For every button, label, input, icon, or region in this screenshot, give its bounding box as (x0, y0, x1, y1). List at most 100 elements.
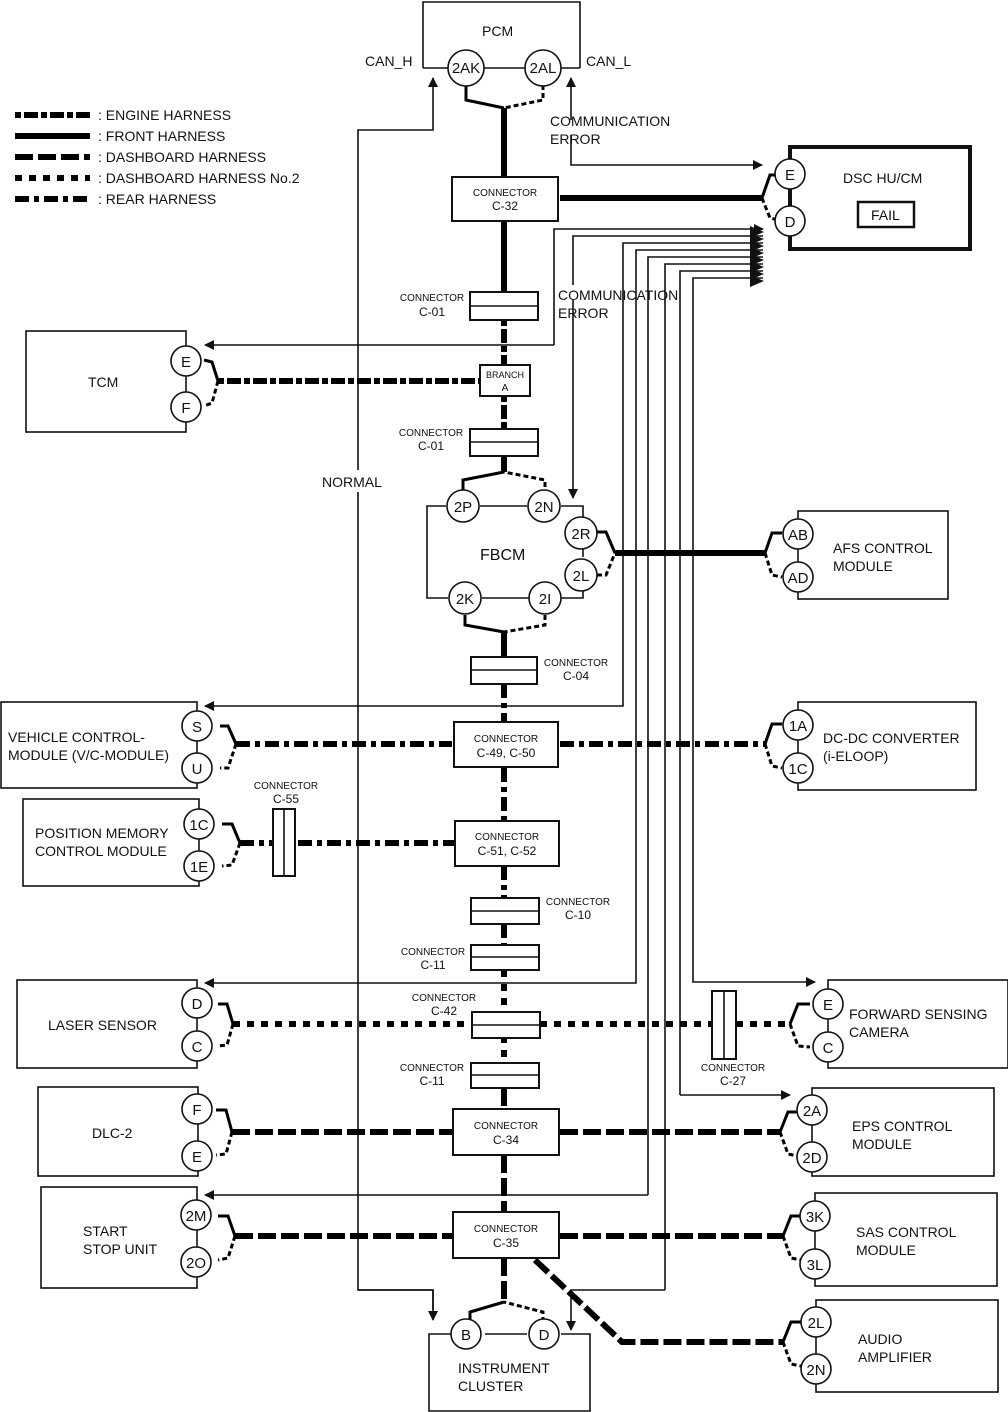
pin-label: E (823, 997, 833, 1014)
connector-c01-upper[interactable]: CONNECTOR C-01 (400, 291, 539, 321)
connector-c10[interactable]: CONNECTOR C-10 (470, 897, 610, 925)
connector-c04[interactable]: CONNECTOR C-04 (470, 656, 608, 685)
module-tcm[interactable]: TCM E F (25, 330, 202, 433)
pin-fbcm-2r[interactable] (564, 516, 598, 550)
connector-id: C-42 (431, 1004, 457, 1018)
branch-id: A (502, 383, 509, 394)
pin-pmcm-1e[interactable] (183, 850, 215, 882)
pin-ic-b[interactable] (450, 1318, 482, 1350)
connector-title: CONNECTOR (546, 897, 610, 908)
module-forward-sensing-camera[interactable]: FORWARD SENSING CAMERA E C (812, 979, 1008, 1069)
pin-fbcm-2n[interactable] (527, 489, 561, 523)
connector-id: C-27 (720, 1074, 746, 1088)
stub-pmcm-1e (221, 842, 242, 868)
connector-c35[interactable]: CONNECTOR C-35 (452, 1211, 560, 1259)
error-to-dsc-line (570, 135, 763, 170)
pin-dlc-f[interactable] (181, 1093, 213, 1125)
pin-fbcm-2i[interactable] (528, 581, 562, 615)
pin-laser-c[interactable] (181, 1030, 213, 1062)
module-instrument-cluster[interactable]: INSTRUMENT CLUSTER B D (428, 1318, 591, 1412)
pin-dlc-e[interactable] (181, 1140, 213, 1172)
connector-id: C-01 (419, 305, 445, 319)
pin-eps-2a[interactable] (796, 1094, 828, 1126)
pin-sas-3l[interactable] (799, 1248, 831, 1280)
stub-fbcm-2k (463, 615, 505, 634)
stub-sas-3k (781, 1214, 801, 1237)
module-sas[interactable]: SAS CONTROL MODULE 3K 3L (799, 1192, 998, 1287)
connector-c55[interactable]: CONNECTOR C-55 (254, 781, 318, 877)
pin-tcm-e[interactable] (170, 345, 202, 377)
pin-vcm-u[interactable] (181, 752, 213, 784)
pin-ic-d[interactable] (528, 1318, 560, 1350)
connector-c51-c52[interactable]: CONNECTOR C-51, C-52 (454, 820, 560, 867)
stub-sas-3l (781, 1235, 802, 1262)
pin-afs-ad[interactable] (782, 561, 814, 593)
pin-pcm-2al[interactable] (524, 49, 562, 87)
module-afs[interactable]: AFS CONTROL MODULE AB AD (782, 510, 949, 600)
stub-ic-d (503, 1300, 545, 1330)
stub-fbcm-2l (597, 552, 617, 577)
pin-dcdc-1a[interactable] (782, 709, 814, 741)
pin-eps-2d[interactable] (796, 1141, 828, 1173)
pin-afs-ab[interactable] (782, 518, 814, 550)
pin-fsc-e[interactable] (812, 988, 844, 1020)
afs-name-2: MODULE (833, 558, 893, 574)
pin-dsc-d[interactable] (774, 205, 806, 237)
stub-fbcm-2i (503, 615, 547, 634)
pin-ssu-2m[interactable] (180, 1199, 212, 1231)
connector-id: C-51, C-52 (478, 844, 537, 858)
module-laser-sensor[interactable]: LASER SENSOR D C (16, 979, 213, 1069)
ic-name-1: INSTRUMENT (458, 1360, 550, 1376)
branch-a[interactable]: BRANCH A (479, 364, 531, 397)
connector-c11-lower[interactable]: CONNECTOR C-11 (400, 1062, 540, 1089)
module-dsc[interactable]: DSC HU/CM FAIL E D (774, 145, 972, 251)
module-fbcm[interactable]: FBCM 2P 2N 2R 2L 2K 2I (426, 489, 598, 615)
module-dlc2[interactable]: DLC-2 F E (37, 1086, 213, 1177)
pin-audio-2n[interactable] (800, 1353, 832, 1385)
pin-laser-d[interactable] (181, 987, 213, 1019)
pin-pmcm-1c[interactable] (183, 808, 215, 840)
pin-dcdc-1c[interactable] (782, 752, 814, 784)
stub-dcdc-1c (763, 743, 783, 770)
pin-label: 1E (190, 859, 208, 876)
connector-c32[interactable]: CONNECTOR C-32 (451, 176, 559, 222)
module-eps[interactable]: EPS CONTROL MODULE 2A 2D (796, 1087, 995, 1177)
pin-label: 2N (534, 499, 553, 516)
pin-pcm-2ak[interactable] (447, 49, 485, 87)
harness-lines (203, 85, 811, 1368)
pin-fbcm-2k[interactable] (448, 581, 482, 615)
pin-fbcm-2p[interactable] (446, 489, 480, 523)
module-pmcm[interactable]: POSITION MEMORY CONTROL MODULE 1C 1E (22, 798, 215, 887)
pin-label: 2M (186, 1208, 207, 1225)
pin-sas-3k[interactable] (799, 1200, 831, 1232)
connector-id: C-55 (273, 792, 299, 806)
connector-id: C-11 (419, 1074, 444, 1088)
stub-dlc-e (215, 1131, 234, 1157)
connector-c01-lower[interactable]: CONNECTOR C-01 (399, 428, 539, 457)
connector-id: C-01 (418, 439, 444, 453)
module-vcm[interactable]: VEHICLE CONTROL- MODULE (V/C-MODULE) S U (0, 701, 213, 789)
module-pcm[interactable]: PCM 2AK 2AL (422, 1, 581, 87)
module-start-stop-unit[interactable]: START STOP UNIT 2M 2O (40, 1186, 212, 1289)
pin-label: 2N (806, 1362, 825, 1379)
pin-dsc-e[interactable] (774, 158, 806, 190)
error-arrowheads (750, 226, 764, 287)
connector-c11-upper[interactable]: CONNECTOR C-11 (401, 944, 540, 972)
pcm-name: PCM (482, 23, 513, 39)
stub-ssu-2m (218, 1214, 237, 1237)
error-line-3 (622, 242, 763, 700)
module-dcdc[interactable]: DC-DC CONVERTER (i-ELOOP) 1A 1C (782, 701, 977, 791)
pin-fbcm-2l[interactable] (564, 558, 598, 592)
pin-vcm-s[interactable] (181, 710, 213, 742)
pin-fsc-c[interactable] (812, 1031, 844, 1063)
connector-c42[interactable]: CONNECTOR C-42 (412, 993, 541, 1039)
connector-c49-c50[interactable]: CONNECTOR C-49, C-50 (453, 721, 559, 768)
module-audio-amplifier[interactable]: AUDIO AMPLIFIER 2L 2N (800, 1299, 999, 1393)
connector-c27[interactable]: CONNECTOR C-27 (701, 990, 765, 1088)
pin-audio-2l[interactable] (800, 1306, 832, 1338)
normal-to-ic-line (358, 1289, 438, 1321)
pin-tcm-f[interactable] (170, 391, 202, 423)
pin-ssu-2o[interactable] (180, 1246, 212, 1278)
stub-afs-ab (763, 531, 782, 554)
connector-c34[interactable]: CONNECTOR C-34 (452, 1108, 560, 1156)
